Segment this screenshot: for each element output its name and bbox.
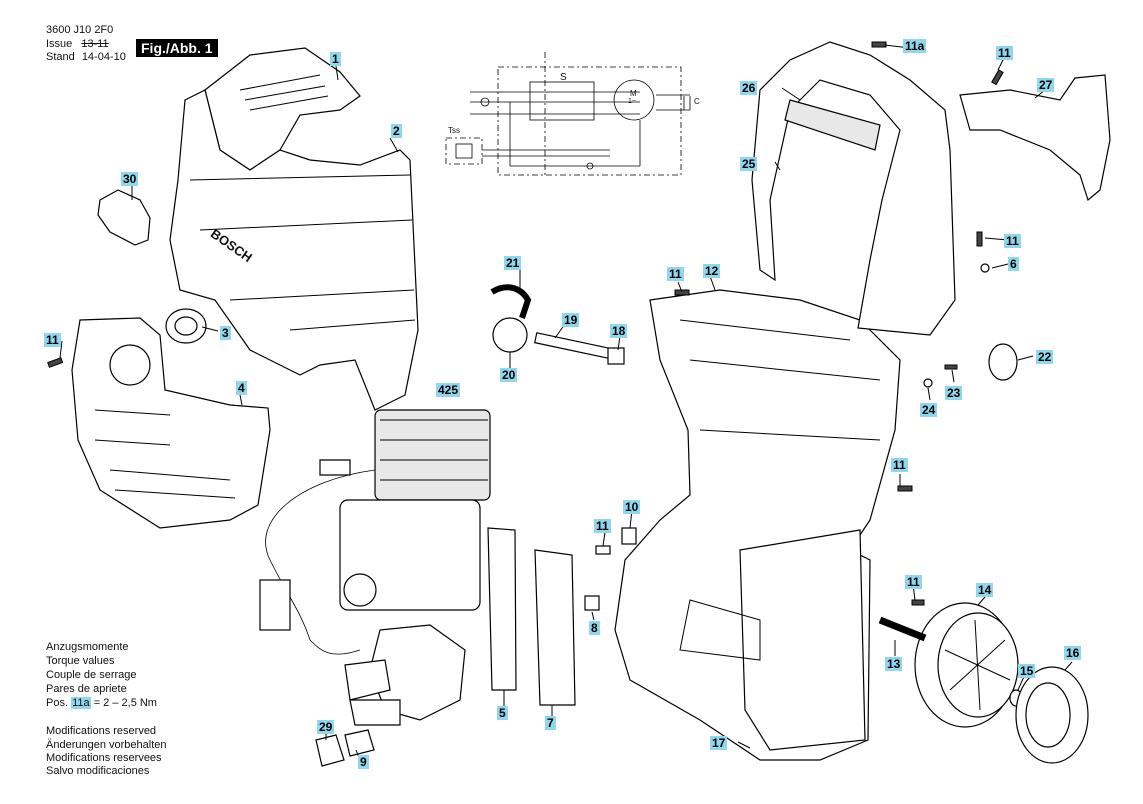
callout-9: 9 <box>358 755 369 769</box>
issue-value: 13-11 <box>81 38 109 50</box>
callout-4: 4 <box>236 381 247 395</box>
torque-spec: Pos. 11a = 2 – 2,5 Nm <box>46 697 157 710</box>
callout-14: 14 <box>976 583 994 597</box>
callout-16: 16 <box>1064 646 1082 660</box>
callout-5: 5 <box>497 706 508 720</box>
callout-8: 8 <box>589 621 600 635</box>
callout-11-frame: 11 <box>667 267 684 281</box>
torque-pos-value: = 2 – 2,5 Nm <box>93 697 157 709</box>
torque-note-2: Torque values <box>46 655 115 667</box>
issue-label: Issue <box>46 38 73 50</box>
callout-17: 17 <box>710 736 728 750</box>
callout-3: 3 <box>220 326 231 340</box>
callout-11-side: 11 <box>891 458 908 472</box>
tss-label: Tss <box>448 126 460 135</box>
callout-6: 6 <box>1008 257 1019 271</box>
callout-11-left: 11 <box>44 333 61 347</box>
callout-7: 7 <box>545 716 556 730</box>
callout-23: 23 <box>945 386 963 400</box>
callout-15: 15 <box>1018 664 1036 678</box>
modification-note-2: Änderungen vorbehalten <box>46 739 167 751</box>
torque-pos-prefix: Pos. <box>46 697 69 709</box>
callout-24: 24 <box>920 403 938 417</box>
torque-note-1: Anzugsmomente <box>46 641 129 653</box>
callout-12: 12 <box>703 264 721 278</box>
figure-title: Fig./Abb. 1 <box>136 39 218 57</box>
callout-11-bracket: 11 <box>594 519 611 533</box>
callout-19: 19 <box>562 313 580 327</box>
switch-label: S <box>560 72 567 83</box>
callout-22: 22 <box>1036 350 1054 364</box>
callout-13: 13 <box>885 657 903 671</box>
stand-label: Stand <box>46 51 75 63</box>
torque-note-4: Pares de apriete <box>46 683 127 695</box>
callout-26: 26 <box>740 81 758 95</box>
callout-20: 20 <box>500 368 518 382</box>
callout-27: 27 <box>1037 78 1055 92</box>
callout-30: 30 <box>121 172 139 186</box>
torque-note-3: Couple de serrage <box>46 669 137 681</box>
callout-29: 29 <box>317 720 335 734</box>
callout-11-handle: 11 <box>1004 234 1021 248</box>
callout-1: 1 <box>330 52 341 66</box>
modification-note-4: Salvo modificaciones <box>46 765 150 777</box>
stand-value: 14-04-10 <box>81 51 126 63</box>
callout-11-wheel: 11 <box>905 575 922 589</box>
torque-pos-ref: 11a <box>71 697 91 709</box>
modification-note-1: Modifications reserved <box>46 725 157 737</box>
modification-note-3: Modifications reservees <box>46 752 162 764</box>
motor-label: M <box>630 89 637 98</box>
motor-phase: 1~ <box>628 98 636 105</box>
callout-25: 25 <box>740 157 758 171</box>
callout-2: 2 <box>391 124 402 138</box>
capacitor-label: C <box>694 97 700 106</box>
callout-21: 21 <box>504 256 522 270</box>
callout-18: 18 <box>610 324 628 338</box>
callout-11a: 11a <box>903 39 927 53</box>
callout-425: 425 <box>436 383 461 397</box>
callout-10: 10 <box>623 500 641 514</box>
wiring-schematic <box>445 52 691 176</box>
doc-number: 3600 J10 2F0 <box>46 24 114 36</box>
callout-11-top-right: 11 <box>996 46 1013 60</box>
